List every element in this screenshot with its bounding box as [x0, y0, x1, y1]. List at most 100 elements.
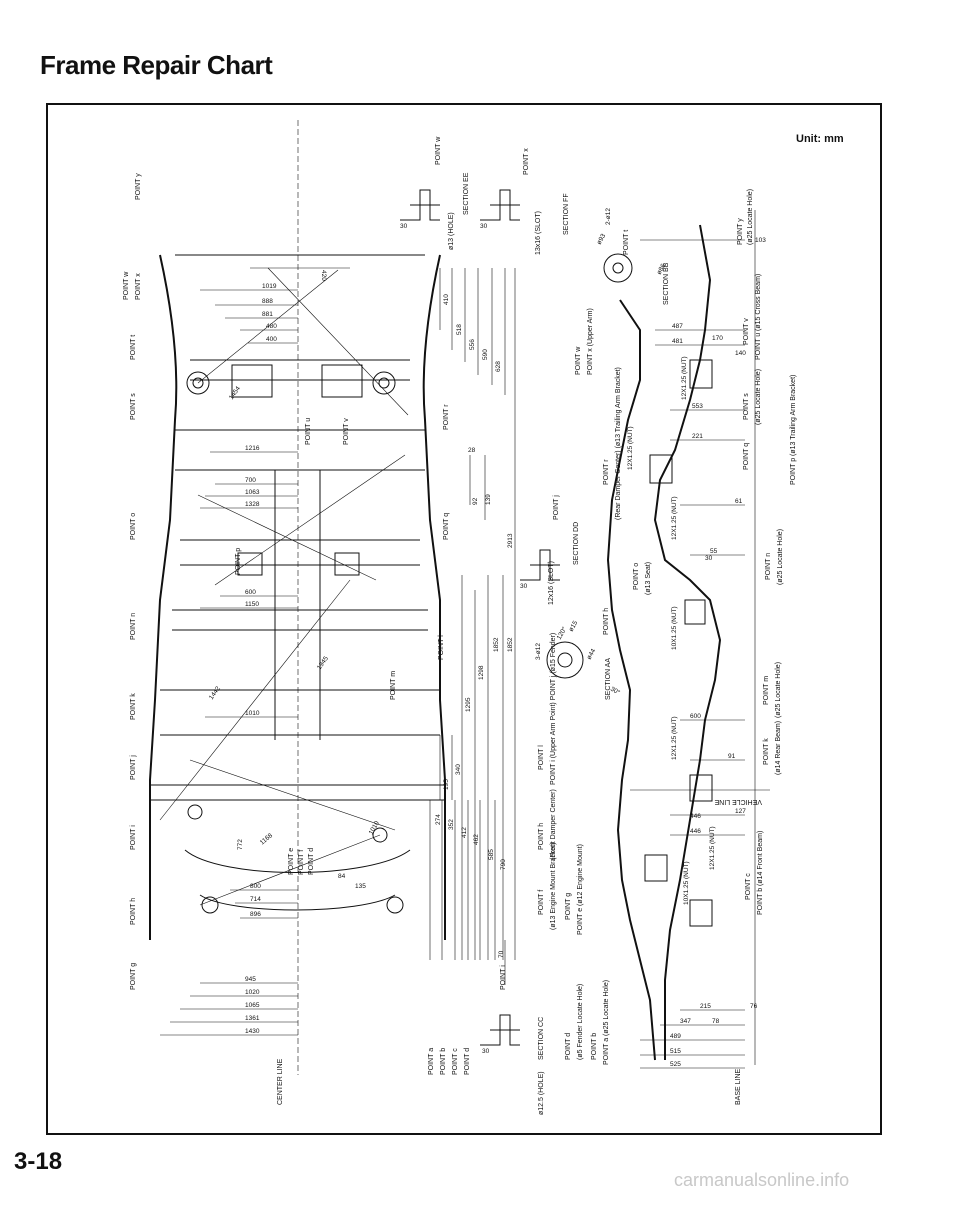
side-point-y: POINT y — [737, 218, 744, 245]
section-dd-title: SECTION DD — [573, 522, 580, 565]
dim-1442: 1442 — [208, 685, 222, 701]
bolt-7: 10X1.25 (NUT) — [683, 861, 690, 905]
dim-590: 590 — [482, 349, 489, 360]
dim-600: 600 — [245, 589, 256, 596]
dim-1361: 1361 — [245, 1015, 260, 1022]
section-ff-title: SECTION FF — [563, 193, 570, 235]
unit-label: Unit: mm — [796, 133, 844, 145]
dim-195: 195 — [443, 779, 450, 790]
side-point-f: POINT f — [538, 890, 545, 915]
dim-1168: 1168 — [259, 832, 275, 847]
label-point-q: POINT q — [443, 513, 450, 540]
side-point-b-note: POINT a (ø25 Locate Hole) — [603, 980, 610, 1065]
side-point-n: POINT n — [765, 553, 772, 580]
side-point-k-note: (ø14 Rear Beam) — [775, 721, 782, 775]
dim-714: 714 — [250, 896, 261, 903]
dim-1328: 1328 — [245, 501, 260, 508]
side-point-r: POINT r — [603, 459, 610, 485]
section-aa-dim-3: ø44 — [586, 647, 598, 661]
dim-412: 412 — [461, 827, 468, 838]
vehicle-line-label: VEHICLE LINE — [714, 798, 762, 805]
label-point-u: POINT u — [305, 418, 312, 445]
dim-881: 881 — [262, 311, 273, 318]
side-point-s: POINT s — [743, 393, 750, 420]
dim-585: 585 — [488, 849, 495, 860]
dim-352: 352 — [448, 819, 455, 830]
stack-point-b: POINT b — [440, 1048, 447, 1075]
dim-888: 888 — [262, 298, 273, 305]
side-dim-553: 553 — [692, 403, 703, 410]
stack-point-a: POINT a — [428, 1048, 435, 1075]
label-point-f: POINT f — [298, 850, 305, 875]
diagram-frame — [46, 103, 882, 1135]
dim-1065: 1065 — [245, 1002, 260, 1009]
side-point-v-note: POINT u (ø15 Cross Beam) — [755, 274, 762, 360]
dim-1216: 1216 — [245, 445, 260, 452]
side-view — [606, 210, 770, 1069]
side-point-n-note: (ø25 Locate Hole) — [777, 529, 784, 585]
section-bb-title: SECTION BB — [663, 262, 670, 305]
label-point-r: POINT r — [443, 404, 450, 430]
dim-628: 628 — [495, 361, 502, 372]
bolt-4: 10X1.25 (NUT) — [671, 606, 678, 650]
label-point-h: POINT h — [130, 898, 137, 925]
side-point-l-note: POINT i (Upper Arm Point) POINT j (ø15 F… — [550, 633, 557, 785]
top-view-labels: POINT y POINT w POINT x POINT t POINT s … — [123, 136, 670, 1115]
dim-1852: 1852 — [493, 637, 500, 652]
section-ee-title: SECTION EE — [463, 172, 470, 215]
side-dim-347: 347 — [680, 1018, 691, 1025]
page-number: 3-18 — [14, 1148, 63, 1175]
section-bb-dim-3: ø86 — [656, 262, 668, 276]
label-point-v: POINT v — [343, 418, 350, 445]
section-cc-hole: ø12.5 (HOLE) — [538, 1071, 545, 1115]
label-point-s: POINT s — [130, 393, 137, 420]
dim-400: 400 — [266, 336, 277, 343]
bolt-5: 12X1.25 (NUT) — [671, 716, 678, 760]
side-point-h: POINT h — [538, 823, 545, 850]
dim-1063: 1063 — [245, 489, 260, 496]
label-point-n: POINT n — [130, 613, 137, 640]
dim-28: 28 — [468, 447, 476, 454]
side-dim-140: 140 — [735, 350, 746, 357]
section-ff-point: POINT x — [523, 148, 530, 175]
dim-92: 92 — [472, 497, 479, 505]
label-point-o: POINT o — [130, 513, 137, 540]
section-ff-hole: 13x16 (SLOT) — [535, 211, 542, 255]
side-point-k: POINT k — [763, 738, 770, 765]
bolt-1: 12X1.25 (NUT) — [681, 356, 688, 400]
side-point-s-note: (ø25 Locate Hole) — [755, 369, 762, 425]
dim-2913: 2913 — [507, 533, 514, 548]
dim-1010: 1010 — [245, 710, 260, 717]
side-dim-215: 215 — [700, 1003, 711, 1010]
side-dim-489: 489 — [670, 1033, 681, 1040]
label-point-e: POINT e — [288, 848, 295, 875]
dim-556: 556 — [469, 339, 476, 350]
side-point-m-note: (ø25 Locate Hole) — [775, 662, 782, 718]
section-aa-point: POINT h — [603, 608, 610, 635]
dim-420: 420 — [320, 270, 327, 281]
bolt-2: 12X1.25 (NUT) — [627, 426, 634, 470]
label-point-d: POINT d — [308, 848, 315, 875]
stack-point-d: POINT d — [464, 1048, 471, 1075]
side-point-q-note: POINT p (ø13 Trailing Arm Bracket) — [790, 375, 797, 485]
dim-772: 772 — [237, 839, 244, 850]
side-dim-446: 446 — [690, 813, 701, 820]
section-ee-hole: ø13 (HOLE) — [448, 212, 455, 250]
side-dim-525: 525 — [670, 1061, 681, 1068]
side-point-l: POINT l — [538, 745, 545, 770]
side-point-r-note: (Rear Damper Center) (ø13 Trailing Arm B… — [615, 367, 622, 520]
side-dim-30: 30 — [705, 555, 713, 562]
dim-896: 896 — [250, 911, 261, 918]
side-dim-127: 127 — [735, 808, 746, 815]
dim-139: 139 — [485, 494, 492, 505]
dim-945: 945 — [245, 976, 256, 983]
side-dim-446b: 446 — [690, 828, 701, 835]
dim-340: 340 — [455, 764, 462, 775]
side-dim-76: 76 — [750, 1003, 758, 1010]
section-aa-dim-2: ø15 — [568, 619, 580, 633]
side-point-m: POINT m — [763, 676, 770, 705]
dim-1020: 1020 — [245, 989, 260, 996]
bolt-3: 12X1.25 (NUT) — [671, 496, 678, 540]
dim-1298: 1298 — [478, 665, 485, 680]
section-ee-dim: 30 — [400, 223, 408, 230]
